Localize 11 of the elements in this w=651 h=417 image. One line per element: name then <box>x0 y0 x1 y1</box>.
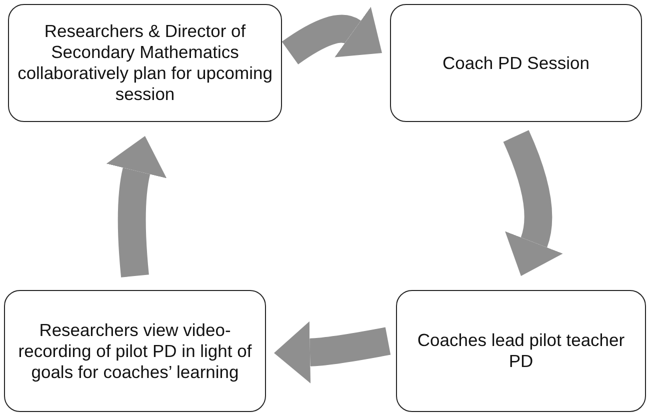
process-box <box>4 290 266 412</box>
process-box <box>8 4 282 122</box>
step-text: Coaches lead pilot teacher PD <box>416 330 626 372</box>
curved-arrow <box>274 321 391 384</box>
curved-arrow <box>106 136 167 278</box>
process-box <box>390 4 642 122</box>
step-text: Researchers view video-recording of pilot PD in light of goals for coaches’ learning <box>17 320 253 382</box>
step-text: Coach PD Session <box>442 52 590 74</box>
curved-arrow <box>282 5 384 64</box>
step-text: Researchers & Director of Secondary Mathematics collaboratively plan for upcoming session <box>17 21 273 105</box>
process-box <box>396 290 646 412</box>
